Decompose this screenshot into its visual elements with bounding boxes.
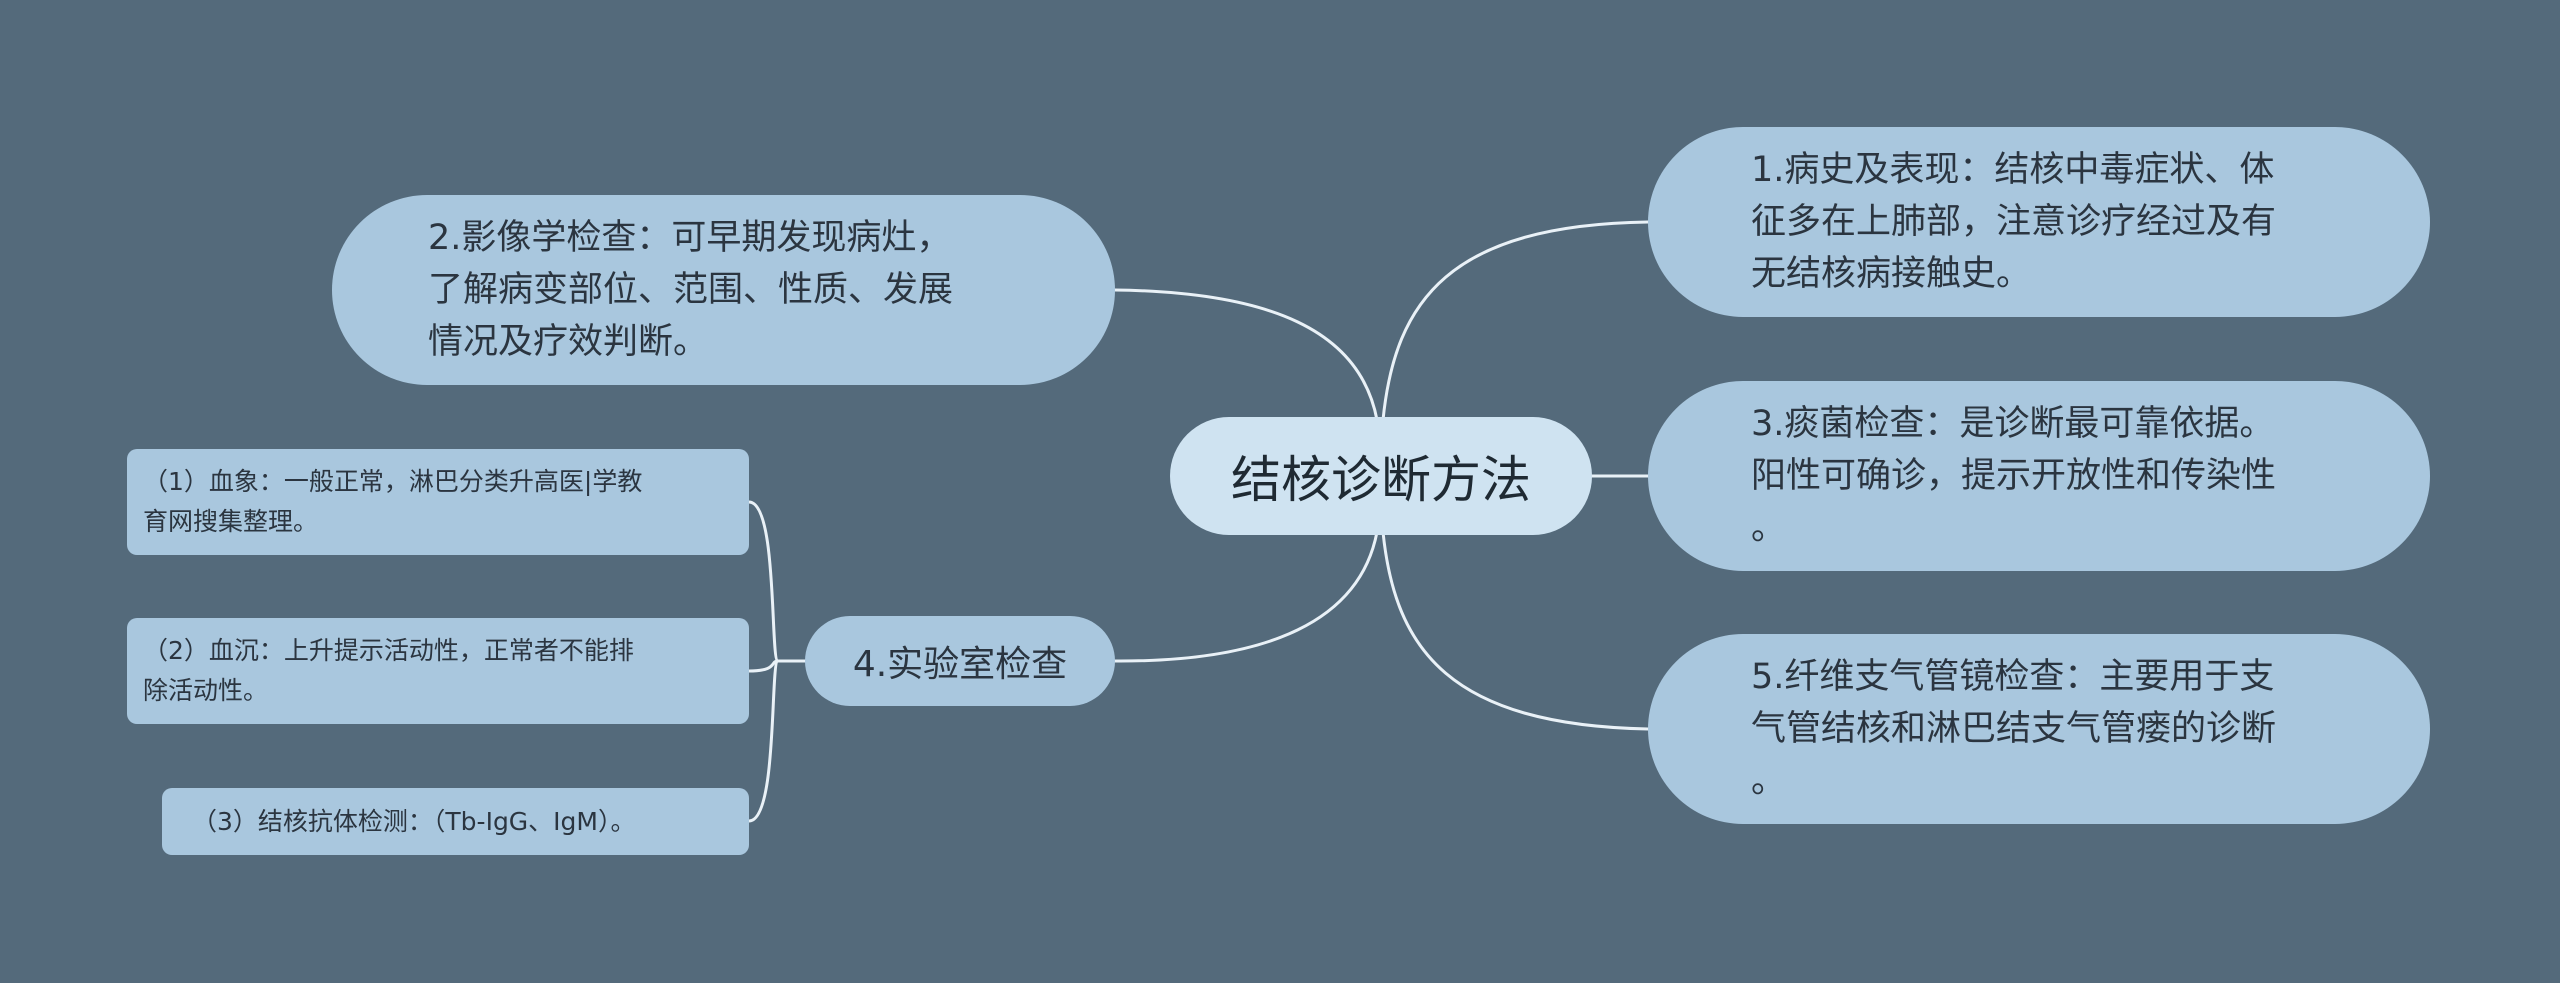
branch-node-sputum[interactable]: 3.痰菌检查：是诊断最可靠依据。 阳性可确诊，提示开放性和传染性 。 xyxy=(1648,381,2430,571)
branch-node-lab[interactable]: 4.实验室检查 xyxy=(805,616,1115,706)
leaf-node-antibody[interactable]: （3）结核抗体检测：（Tb-IgG、IgM）。 xyxy=(162,788,749,855)
branch-node-sputum-label: 3.痰菌检查：是诊断最可靠依据。 阳性可确诊，提示开放性和传染性 。 xyxy=(1751,404,2277,548)
connector-lab-to-item1 xyxy=(747,500,807,663)
branch-node-bronchoscopy-label: 5.纤维支气管镜检查：主要用于支 气管结核和淋巴结支气管瘘的诊断 。 xyxy=(1751,657,2277,801)
branch-node-imaging-label: 2.影像学检查：可早期发现病灶， 了解病变部位、范围、性质、发展 情况及疗效判断… xyxy=(428,218,954,362)
leaf-node-esr-label: （2）血沉：上升提示活动性，正常者不能排 除活动性。 xyxy=(143,636,634,705)
leaf-node-blood-count-label: （1）血象：一般正常，淋巴分类升高医|学教 育网搜集整理。 xyxy=(143,467,643,536)
root-node[interactable]: 结核诊断方法 xyxy=(1170,417,1592,535)
branch-node-bronchoscopy[interactable]: 5.纤维支气管镜检查：主要用于支 气管结核和淋巴结支气管瘘的诊断 。 xyxy=(1648,634,2430,824)
leaf-node-antibody-label: （3）结核抗体检测：（Tb-IgG、IgM）。 xyxy=(192,806,636,836)
branch-node-history[interactable]: 1.病史及表现：结核中毒症状、体 征多在上肺部，注意诊疗经过及有 无结核病接触史… xyxy=(1648,127,2430,317)
leaf-node-blood-count[interactable]: （1）血象：一般正常，淋巴分类升高医|学教 育网搜集整理。 xyxy=(127,449,749,555)
connector-root-to-bronchoscopy xyxy=(1381,530,1650,731)
root-node-label: 结核诊断方法 xyxy=(1231,451,1531,509)
connector-root-to-history xyxy=(1381,220,1650,422)
branch-node-history-label: 1.病史及表现：结核中毒症状、体 征多在上肺部，注意诊疗经过及有 无结核病接触史… xyxy=(1751,150,2277,294)
branch-node-lab-label: 4.实验室检查 xyxy=(852,644,1068,685)
leaf-node-esr[interactable]: （2）血沉：上升提示活动性，正常者不能排 除活动性。 xyxy=(127,618,749,724)
connector-root-to-imaging xyxy=(1113,288,1379,422)
branch-node-imaging[interactable]: 2.影像学检查：可早期发现病灶， 了解病变部位、范围、性质、发展 情况及疗效判断… xyxy=(332,195,1115,385)
connector-lab-to-item3 xyxy=(747,659,807,823)
connector-root-to-lab xyxy=(1113,530,1379,663)
